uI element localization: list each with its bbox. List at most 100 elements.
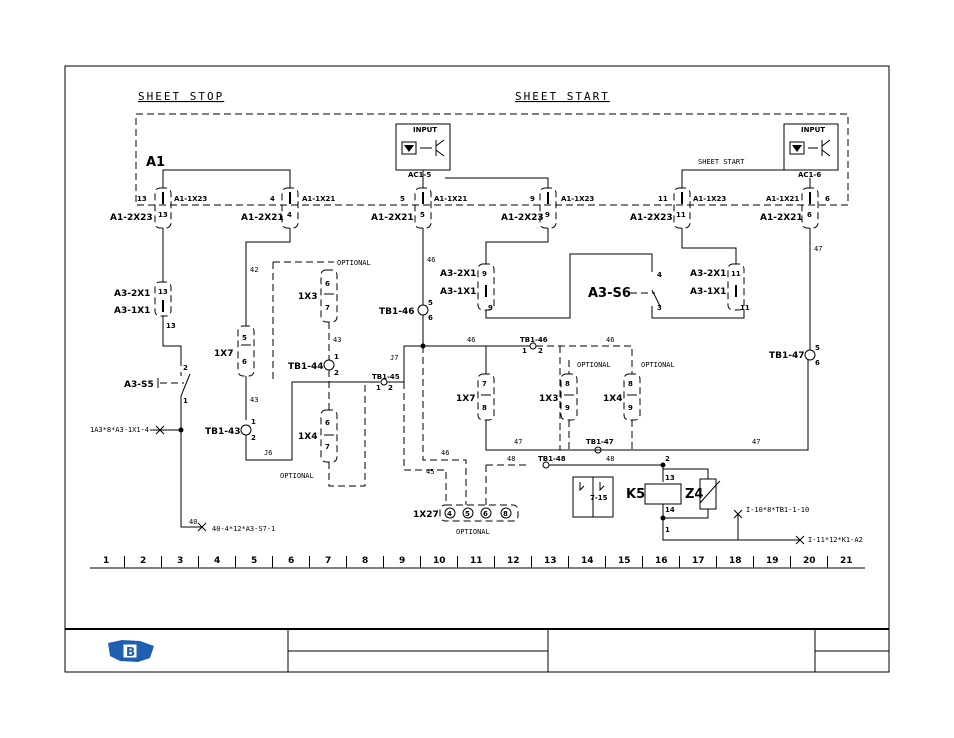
svg-text:8: 8: [628, 380, 633, 388]
terminal-tb1-47-b: [594, 446, 602, 454]
svg-text:OPTIONAL: OPTIONAL: [577, 361, 611, 369]
svg-text:1X3: 1X3: [539, 394, 558, 404]
svg-text:TB1-45: TB1-45: [372, 373, 400, 381]
svg-text:45: 45: [426, 468, 434, 476]
ruler-number: 4: [214, 556, 220, 566]
ruler-number: 2: [140, 556, 146, 566]
svg-text:7: 7: [482, 380, 487, 388]
svg-text:TB1-46: TB1-46: [520, 336, 548, 344]
ruler-number: 17: [692, 556, 705, 566]
ruler-number: 5: [251, 556, 257, 566]
svg-text:43: 43: [333, 336, 341, 344]
ruler-number: 10: [433, 556, 446, 566]
plug-1x7-center: 7 8 1X7: [456, 373, 495, 421]
svg-text:AC1-6: AC1-6: [798, 171, 821, 179]
sheet-stop-header: SHEET STOP: [138, 90, 224, 103]
svg-text:13: 13: [158, 211, 168, 219]
svg-text:6: 6: [825, 195, 830, 203]
svg-text:4: 4: [447, 510, 452, 518]
svg-text:47: 47: [814, 245, 822, 253]
svg-text:3: 3: [657, 304, 662, 312]
svg-text:13: 13: [158, 288, 168, 296]
svg-text:1: 1: [334, 353, 339, 361]
svg-text:A3-2X1: A3-2X1: [690, 269, 726, 279]
svg-text:1X4: 1X4: [603, 394, 622, 404]
svg-text:7: 7: [325, 443, 330, 451]
suppressor-z4: Z4: [685, 478, 721, 510]
svg-text:A1-2X21: A1-2X21: [241, 213, 284, 223]
svg-text:1: 1: [376, 384, 381, 392]
svg-text:11: 11: [731, 270, 741, 278]
svg-text:6: 6: [325, 280, 330, 288]
svg-text:14: 14: [665, 506, 675, 514]
svg-text:A1-1X21: A1-1X21: [302, 195, 335, 203]
svg-text:2: 2: [665, 455, 670, 463]
svg-text:TB1-47: TB1-47: [586, 438, 614, 446]
a1-label: A1: [146, 155, 165, 170]
svg-text:9: 9: [565, 404, 570, 412]
terminal-tb1-46: [417, 304, 429, 316]
svg-text:A1-1X21: A1-1X21: [434, 195, 467, 203]
svg-text:A3-S5: A3-S5: [124, 380, 154, 390]
sheet-start-small-label: SHEET START: [698, 158, 745, 166]
ruler-number: 15: [618, 556, 631, 566]
svg-text:8: 8: [482, 404, 487, 412]
terminal-tb1-47: [804, 349, 816, 361]
a3-right-plug: 11 11 A3-2X1 A3-1X1: [690, 263, 750, 312]
svg-text:1: 1: [522, 347, 527, 355]
svg-text:48: 48: [507, 455, 515, 463]
svg-text:46: 46: [606, 336, 614, 344]
svg-text:5: 5: [428, 299, 433, 307]
svg-text:5: 5: [815, 344, 820, 352]
terminal-tb1-44: [323, 359, 335, 371]
svg-text:13: 13: [166, 322, 176, 330]
svg-text:4: 4: [270, 195, 275, 203]
svg-text:46: 46: [427, 256, 435, 264]
ref-left: 1A3*8*A3-1X1-4: [90, 426, 149, 434]
svg-text:OPTIONAL: OPTIONAL: [280, 472, 314, 480]
svg-text:6: 6: [483, 510, 488, 518]
svg-text:13: 13: [665, 474, 675, 482]
ruler-number: 21: [840, 556, 853, 566]
svg-text:OPTIONAL: OPTIONAL: [456, 528, 490, 536]
a3-s6-switch: 4 A3-S6 3: [588, 271, 662, 312]
connector-a1-2x23-11: 11 A1-1X23 11 A1-2X23: [630, 187, 726, 229]
a1-module-boundary: [135, 113, 849, 206]
a3-mid-plug: 9 9 A3-2X1 A3-1X1: [440, 263, 495, 312]
svg-text:6: 6: [428, 314, 433, 322]
svg-text:40: 40: [189, 518, 197, 526]
svg-text:1X7: 1X7: [214, 349, 233, 359]
svg-text:2: 2: [183, 364, 188, 372]
svg-text:8: 8: [503, 510, 508, 518]
svg-text:TB1-48: TB1-48: [538, 455, 566, 463]
connector-a1-2x23-9: 9 A1-1X23 9 A1-2X23: [501, 187, 594, 229]
svg-text:46: 46: [441, 449, 449, 457]
svg-text:INPUT: INPUT: [801, 126, 825, 134]
svg-text:1X7: 1X7: [456, 394, 475, 404]
svg-text:6: 6: [807, 211, 812, 219]
svg-text:2: 2: [251, 434, 256, 442]
svg-text:1X27: 1X27: [413, 510, 439, 520]
svg-text:TB1-43: TB1-43: [205, 427, 241, 437]
svg-text:A3-S6: A3-S6: [588, 286, 631, 301]
svg-text:A3-1X1: A3-1X1: [114, 306, 150, 316]
svg-text:5: 5: [465, 510, 470, 518]
svg-text:A1-1X21: A1-1X21: [766, 195, 799, 203]
svg-text:42: 42: [250, 266, 258, 274]
sheet-start-header: SHEET START: [515, 90, 610, 103]
ruler-number: 7: [325, 556, 331, 566]
svg-text:A1-1X23: A1-1X23: [561, 195, 594, 203]
svg-text:48: 48: [606, 455, 614, 463]
ref-bottom: 40-4*12*A3-S7-1: [212, 525, 275, 533]
svg-text:A1-1X23: A1-1X23: [693, 195, 726, 203]
svg-text:A1-2X21: A1-2X21: [371, 213, 414, 223]
svg-text:47: 47: [514, 438, 522, 446]
svg-text:13: 13: [137, 195, 147, 203]
svg-text:2: 2: [388, 384, 393, 392]
svg-text:A3-1X1: A3-1X1: [440, 287, 476, 297]
svg-text:INPUT: INPUT: [413, 126, 437, 134]
svg-text:1X3: 1X3: [298, 292, 317, 302]
ruler-number: 18: [729, 556, 742, 566]
connector-a1-2x21-4: 4 A1-1X21 4 A1-2X21: [241, 187, 335, 229]
